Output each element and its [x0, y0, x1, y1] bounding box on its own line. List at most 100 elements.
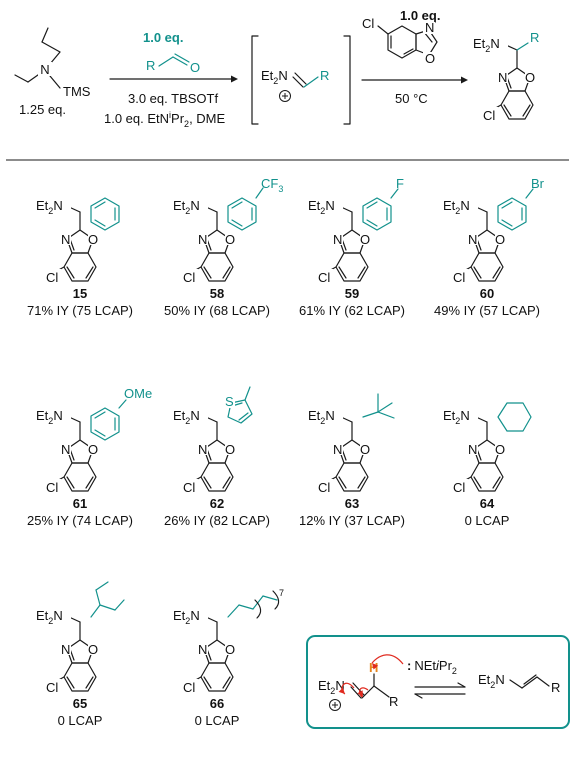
svg-text:O: O: [495, 232, 505, 247]
compound-61: [34, 399, 127, 493]
compound-yield: 0 LCAP: [195, 713, 240, 728]
svg-text:R: R: [551, 680, 560, 695]
svg-text:Et2N: Et2N: [173, 198, 200, 216]
substituent: OMe: [124, 386, 152, 401]
compound-60: [441, 188, 534, 283]
svg-text:Cl: Cl: [183, 680, 195, 695]
svg-text:Cl: Cl: [183, 480, 195, 495]
svg-text:Cl: Cl: [46, 480, 58, 495]
svg-text:N: N: [468, 442, 477, 457]
svg-text:Et2N: Et2N: [478, 672, 505, 690]
compound-number: 58: [210, 286, 224, 301]
compound-65: [34, 581, 125, 693]
compound-yield: 49% IY (57 LCAP): [434, 303, 540, 318]
compound-yield: 50% IY (68 LCAP): [164, 303, 270, 318]
svg-text:N: N: [61, 642, 70, 657]
mechanism-box: Et2N H R :NEtiPr2 Et2N R: [306, 635, 570, 729]
svg-text:Et2N: Et2N: [261, 68, 288, 86]
svg-text:N: N: [333, 232, 342, 247]
svg-text:O: O: [495, 442, 505, 457]
compound-yield: 0 LCAP: [465, 513, 510, 528]
temperature: 50 °C: [395, 91, 428, 106]
compound-66: [171, 590, 280, 693]
svg-text:O: O: [360, 232, 370, 247]
svg-text:O: O: [88, 232, 98, 247]
condition-base: 1.0 eq. EtNiPr2, DME: [104, 110, 226, 129]
compound-number: 66: [210, 696, 224, 711]
iminium-intermediate: Et2N R: [261, 68, 329, 102]
svg-text:Cl: Cl: [453, 270, 465, 285]
compound-number: 63: [345, 496, 359, 511]
compound-number: 15: [73, 286, 87, 301]
chain-repeat: 7: [279, 588, 284, 598]
compound-62-labels: Et2N N O Cl 62 26% IY (82 LCAP) S: [164, 394, 270, 528]
svg-text:Cl: Cl: [362, 16, 374, 31]
compound-number: 62: [210, 496, 224, 511]
svg-text:O: O: [88, 442, 98, 457]
svg-text:Cl: Cl: [318, 270, 330, 285]
svg-text:O: O: [225, 232, 235, 247]
substituent: Br: [531, 176, 545, 191]
compound-64: [441, 402, 532, 493]
svg-text::NEtiPr2: :NEtiPr2: [407, 658, 457, 676]
compound-number: 64: [480, 496, 495, 511]
svg-text:Et2N: Et2N: [36, 198, 63, 216]
svg-text:Et2N: Et2N: [473, 36, 500, 54]
aldehyde-equiv: 1.0 eq.: [143, 30, 183, 45]
svg-text:Et2N: Et2N: [36, 408, 63, 426]
arrow-step1: 1.0 eq. R O 3.0 eq. TBSOTf 1.0 eq. EtNiP…: [104, 30, 238, 129]
amine-n: N: [40, 62, 49, 77]
svg-text:N: N: [198, 232, 207, 247]
svg-text:N: N: [498, 70, 507, 85]
thiophene-s: S: [225, 394, 234, 409]
amine-equiv: 1.25 eq.: [19, 102, 66, 117]
svg-text:Et2N: Et2N: [36, 608, 63, 626]
svg-text:N: N: [198, 442, 207, 457]
svg-text:O: O: [360, 442, 370, 457]
amine-tms: TMS: [63, 84, 91, 99]
svg-text:Cl: Cl: [46, 270, 58, 285]
svg-text:Cl: Cl: [46, 680, 58, 695]
svg-text:O: O: [225, 442, 235, 457]
compound-number: 60: [480, 286, 494, 301]
svg-text:Et2N: Et2N: [308, 198, 335, 216]
svg-text:N: N: [468, 232, 477, 247]
compound-58-labels: Et2N N O Cl 58 50% IY (68 LCAP) CF3: [164, 176, 283, 318]
starting-amine: N TMS 1.25 eq.: [14, 27, 91, 117]
compound-58: [171, 187, 264, 283]
top-reaction: N TMS 1.25 eq. 1.0 eq. R O 3.0 eq. TBSOT…: [14, 8, 539, 129]
svg-text:R: R: [530, 30, 539, 45]
svg-text:R: R: [389, 694, 398, 709]
svg-text:Et2N: Et2N: [173, 408, 200, 426]
svg-text:N: N: [198, 642, 207, 657]
svg-text:N: N: [425, 20, 434, 35]
svg-text:O: O: [225, 642, 235, 657]
compound-yield: 26% IY (82 LCAP): [164, 513, 270, 528]
compound-62: [171, 386, 253, 493]
compound-60-labels: Et2N N O Cl 60 49% IY (57 LCAP) Br: [434, 176, 545, 318]
condition-tbsotf: 3.0 eq. TBSOTf: [128, 91, 218, 106]
compound-yield: 61% IY (62 LCAP): [299, 303, 405, 318]
iminium-r: R: [320, 68, 329, 83]
compound-number: 59: [345, 286, 359, 301]
svg-text:Cl: Cl: [453, 480, 465, 495]
svg-text:O: O: [525, 70, 535, 85]
substituent: CF3: [261, 176, 283, 194]
substituent: F: [396, 176, 404, 191]
svg-text:O: O: [88, 642, 98, 657]
chlorobenzoxazole-reagent: 1.0 eq. N O Cl: [362, 8, 440, 66]
svg-text:Cl: Cl: [483, 108, 495, 123]
compound-number: 61: [73, 496, 87, 511]
svg-text:Cl: Cl: [318, 480, 330, 495]
svg-text:N: N: [333, 442, 342, 457]
svg-text:Cl: Cl: [183, 270, 195, 285]
compound-number: 65: [73, 696, 87, 711]
compound-59-labels: Et2N N O Cl 59 61% IY (62 LCAP) F: [299, 176, 405, 318]
svg-text:Et2N: Et2N: [443, 198, 470, 216]
